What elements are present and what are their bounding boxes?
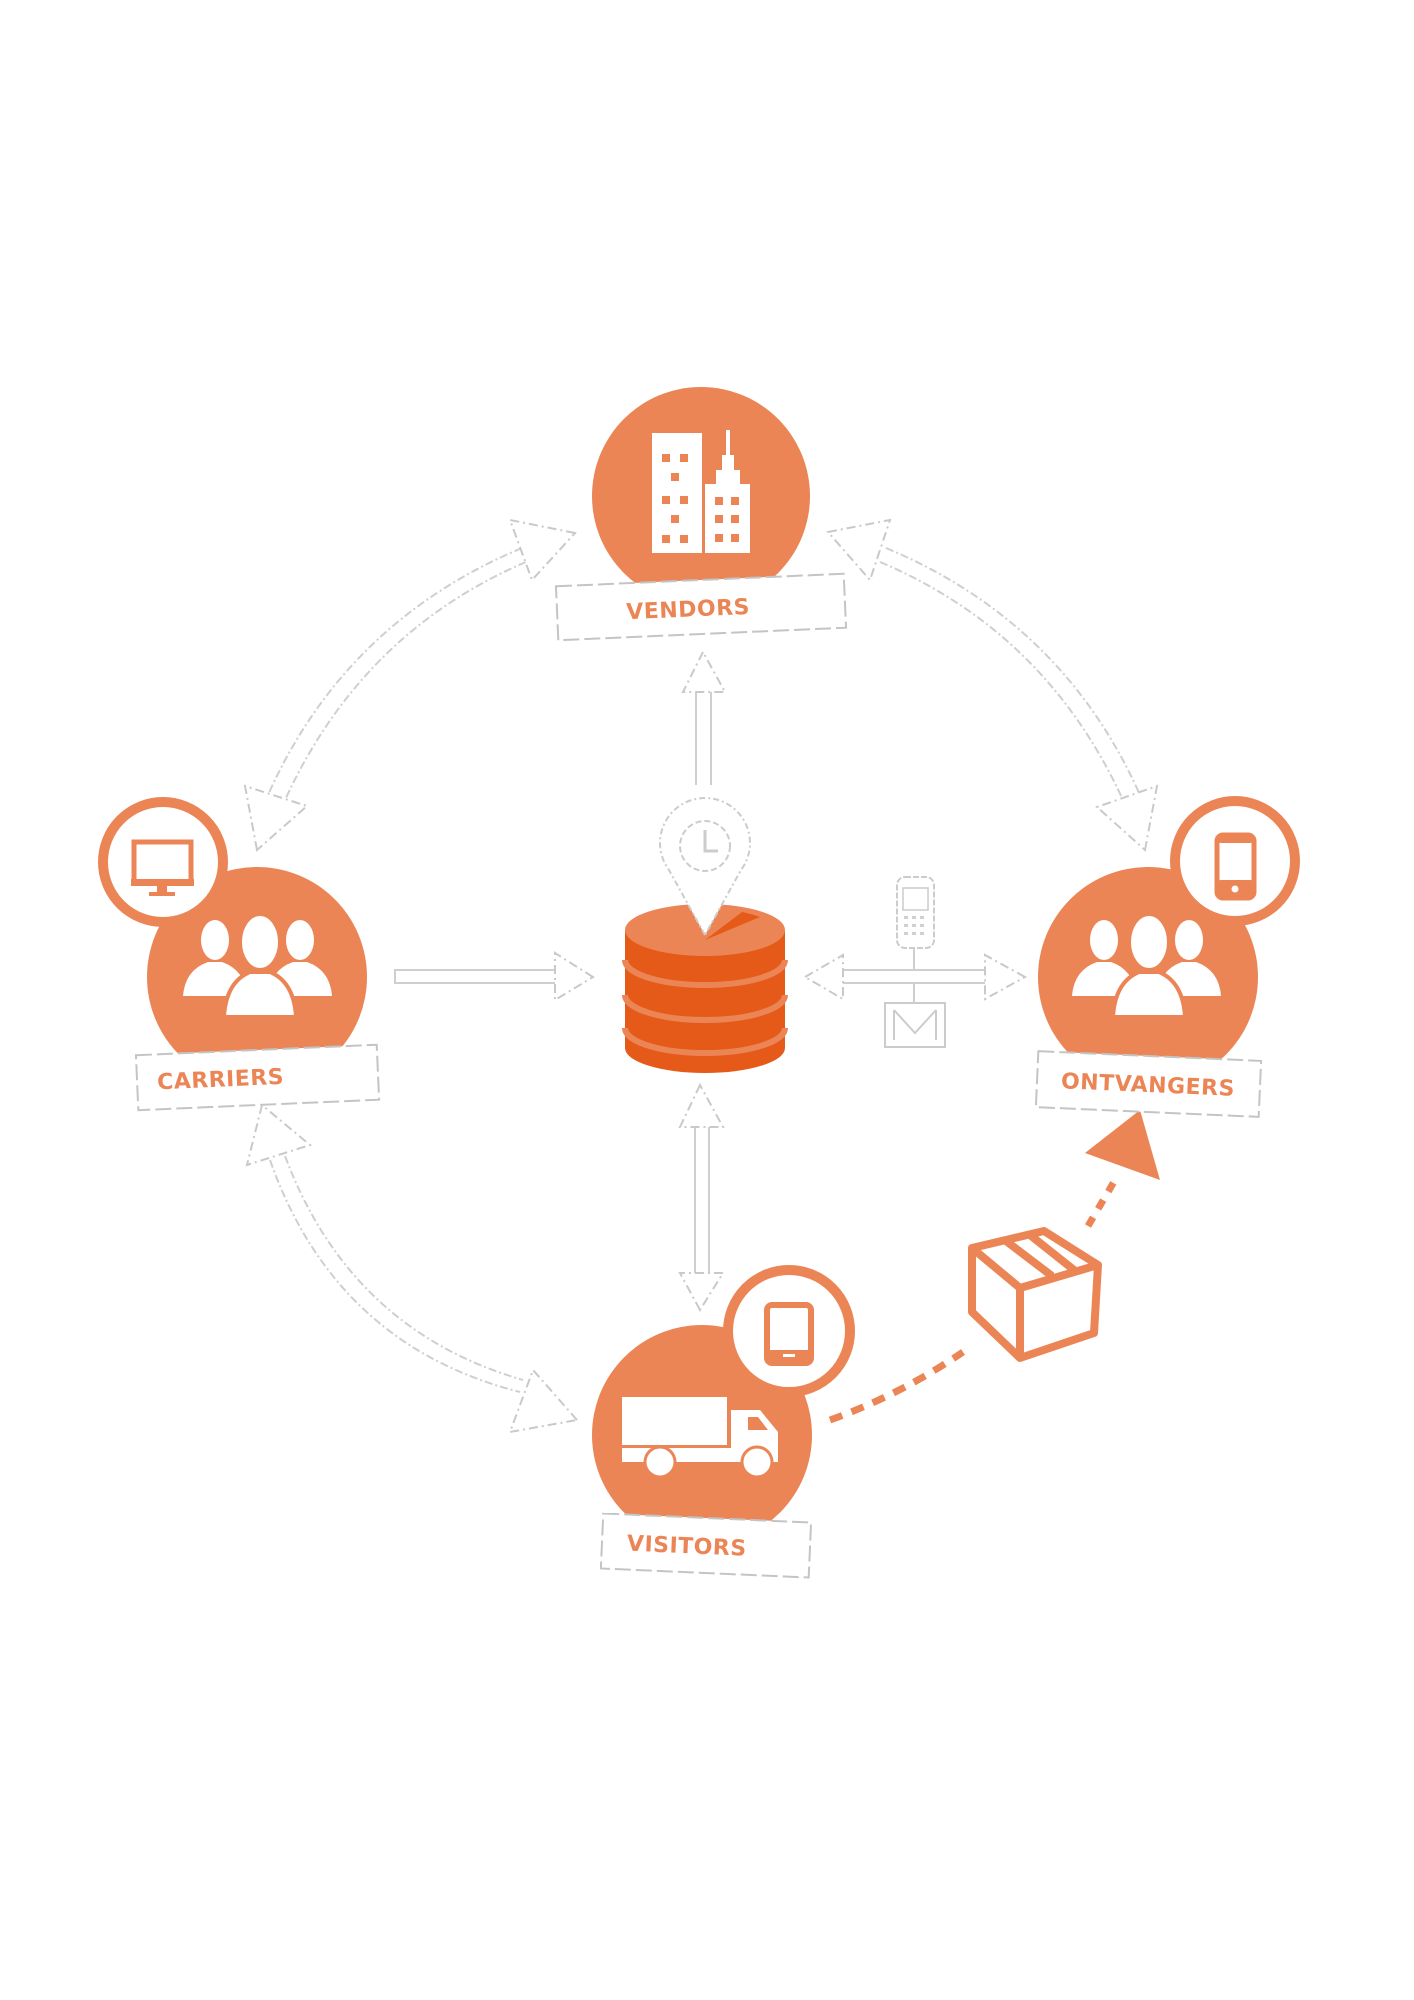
vendors-label: VENDORS <box>626 595 751 625</box>
visitors-badge <box>723 1265 855 1397</box>
vendors-label-box <box>554 572 848 642</box>
smartphone-icon <box>1214 832 1257 901</box>
ontvangers-badge <box>1170 796 1300 926</box>
arrow-vendors-ontvangers <box>826 518 1159 852</box>
buildings-icon <box>652 430 750 553</box>
arrow-carriers-visitors <box>245 1103 579 1434</box>
tablet-icon <box>764 1302 814 1366</box>
truck-icon <box>622 1397 778 1479</box>
arrow-database-ontvangers <box>803 876 1028 1048</box>
package-icon <box>968 1227 1102 1362</box>
monitor-icon <box>131 839 194 896</box>
users-icon <box>183 912 332 1019</box>
delivery-arrowhead <box>1085 1110 1160 1180</box>
carriers-label-box <box>134 1043 381 1112</box>
arrow-vendors-carriers <box>243 518 577 852</box>
visitors-label: VISITORS <box>626 1532 747 1562</box>
carriers-label: CARRIERS <box>157 1065 285 1096</box>
clock-pin-icon <box>659 797 751 938</box>
delivery-arrow <box>828 1110 1160 1424</box>
arrow-database-visitors <box>678 1082 725 1312</box>
arrow-database-vendors <box>681 649 727 785</box>
carriers-badge <box>98 797 228 927</box>
node-vendors[interactable]: VENDORS <box>554 387 848 642</box>
node-carriers[interactable]: CARRIERS <box>98 797 381 1112</box>
mobile-phone-icon <box>896 876 935 949</box>
visitors-label-box <box>599 1512 813 1579</box>
database-icon <box>622 904 788 1073</box>
users-icon <box>1072 912 1221 1019</box>
ontvangers-label-box <box>1034 1050 1263 1118</box>
envelope-icon <box>884 1002 946 1048</box>
arrow-carriers-database <box>394 951 595 1002</box>
node-ontvangers[interactable]: ONTVANGERS <box>1034 796 1300 1118</box>
node-visitors[interactable]: VISITORS <box>592 1265 855 1579</box>
